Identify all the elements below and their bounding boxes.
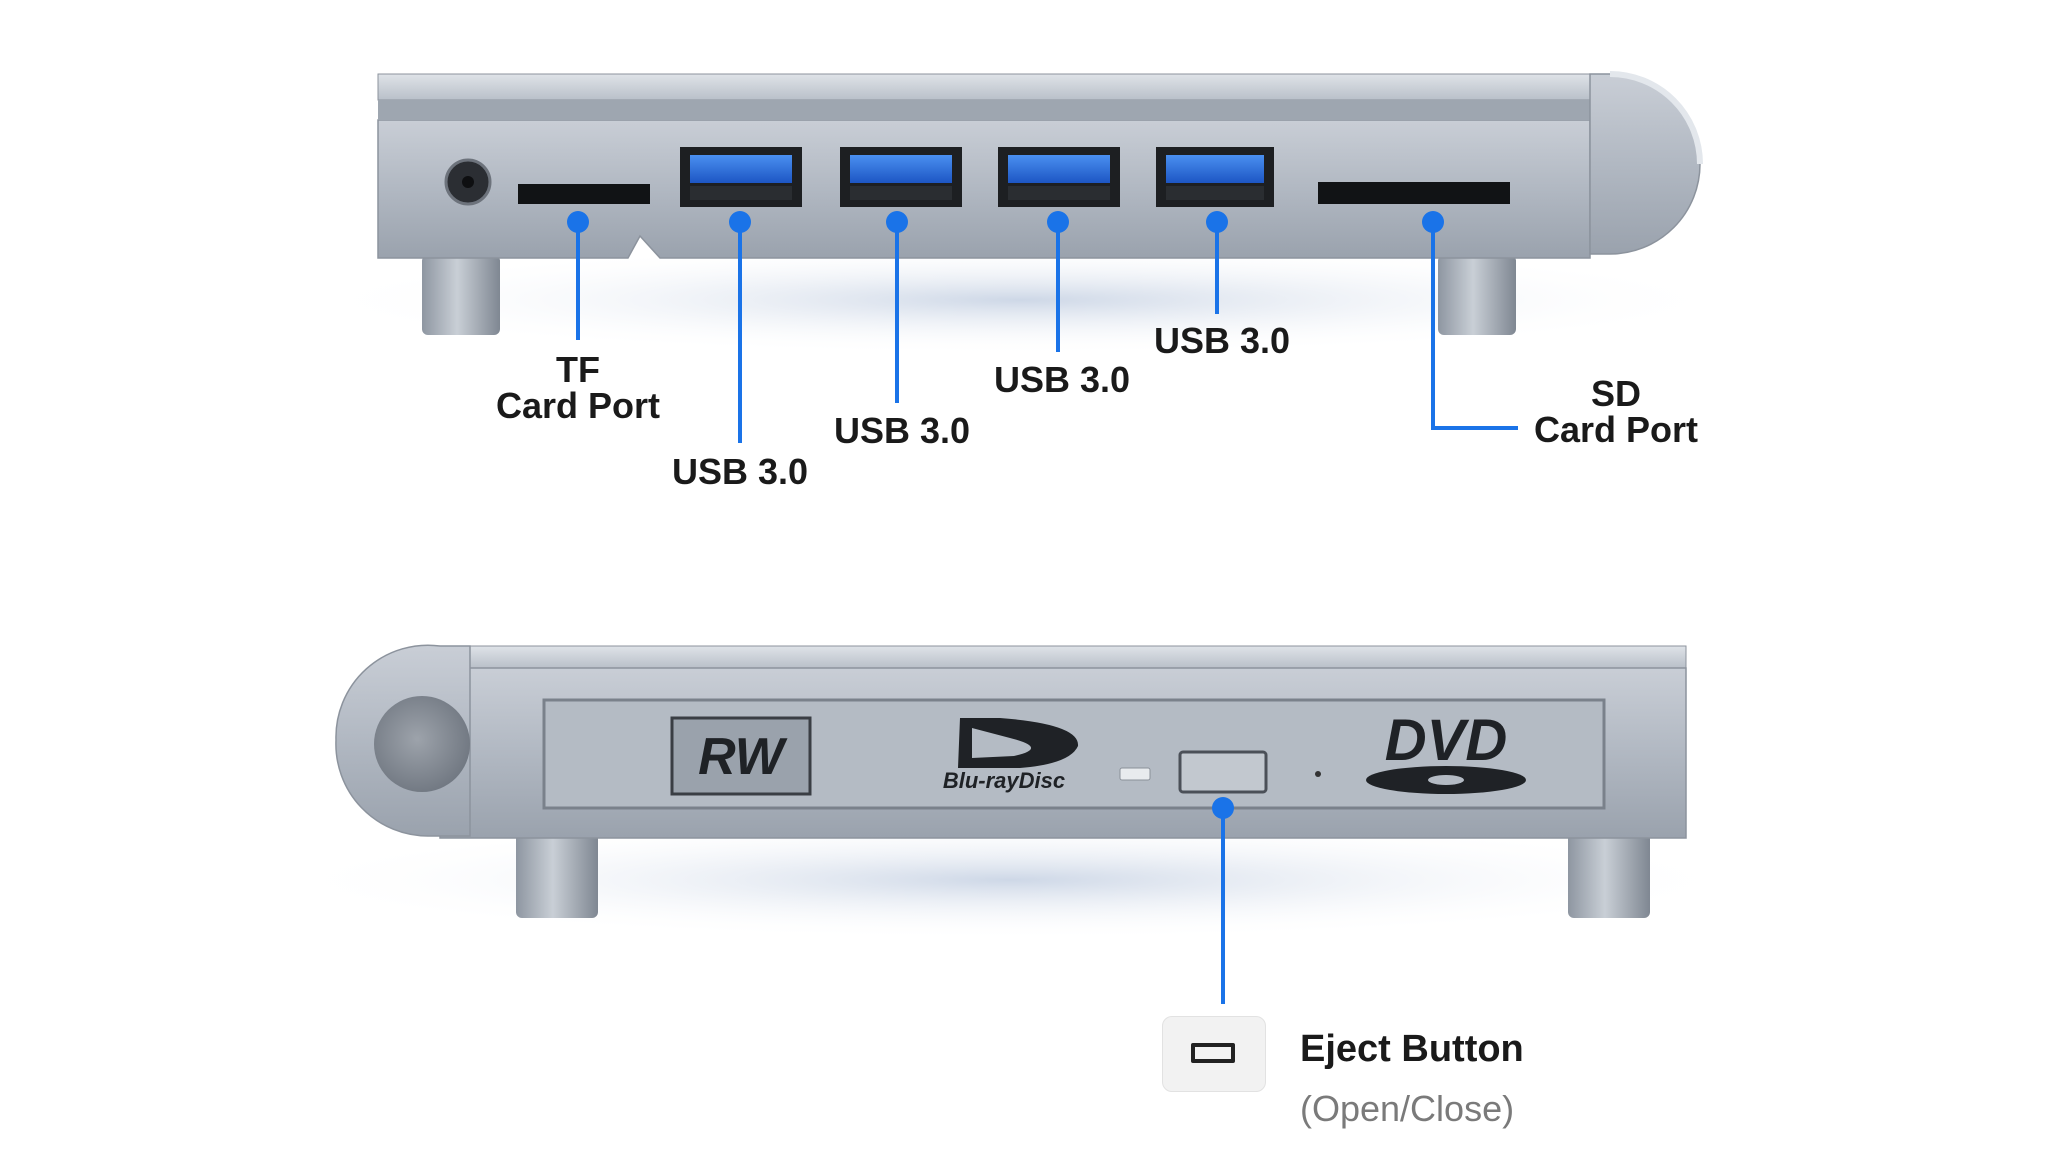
label-usb-4: USB 3.0 [1153,320,1291,361]
usb-port-2 [840,147,962,207]
top-callout-dots [567,211,1444,233]
bluray-logo-text: Blu-rayDisc [943,768,1065,793]
rw-logo-text: RW [698,728,788,786]
tf-card-slot [518,184,650,204]
label-sd-card-port: SD Card Port [1533,373,1699,450]
foot-right [1438,255,1516,335]
foot-left [422,255,500,335]
usb-port-3 [998,147,1120,207]
top-callouts [576,222,1518,443]
label-usb-3: USB 3.0 [993,359,1131,400]
usb-port-4 [1156,147,1274,207]
eject-callout [1212,797,1234,1004]
bottom-device [270,644,1750,940]
eject-button-icon [1162,1016,1266,1092]
foot-br [1568,830,1650,918]
bluray-logo-icon [958,718,1079,768]
eject-button-title: Eject Button [1300,1028,1524,1070]
sd-card-slot [1318,182,1510,204]
eject-button-subtitle: (Open/Close) [1300,1088,1515,1129]
label-usb-2: USB 3.0 [833,410,971,451]
usb-port-1 [680,147,802,207]
label-usb-1: USB 3.0 [671,451,809,492]
label-tf-card-port: TF Card Port [495,349,661,426]
led-indicator [1119,767,1151,781]
dvd-logo-text: DVD [1385,708,1507,773]
hinge-knob [374,696,470,792]
eject-button[interactable] [1178,750,1268,794]
rw-logo [670,716,812,796]
foot-bl [516,830,598,918]
top-device [300,71,1740,355]
